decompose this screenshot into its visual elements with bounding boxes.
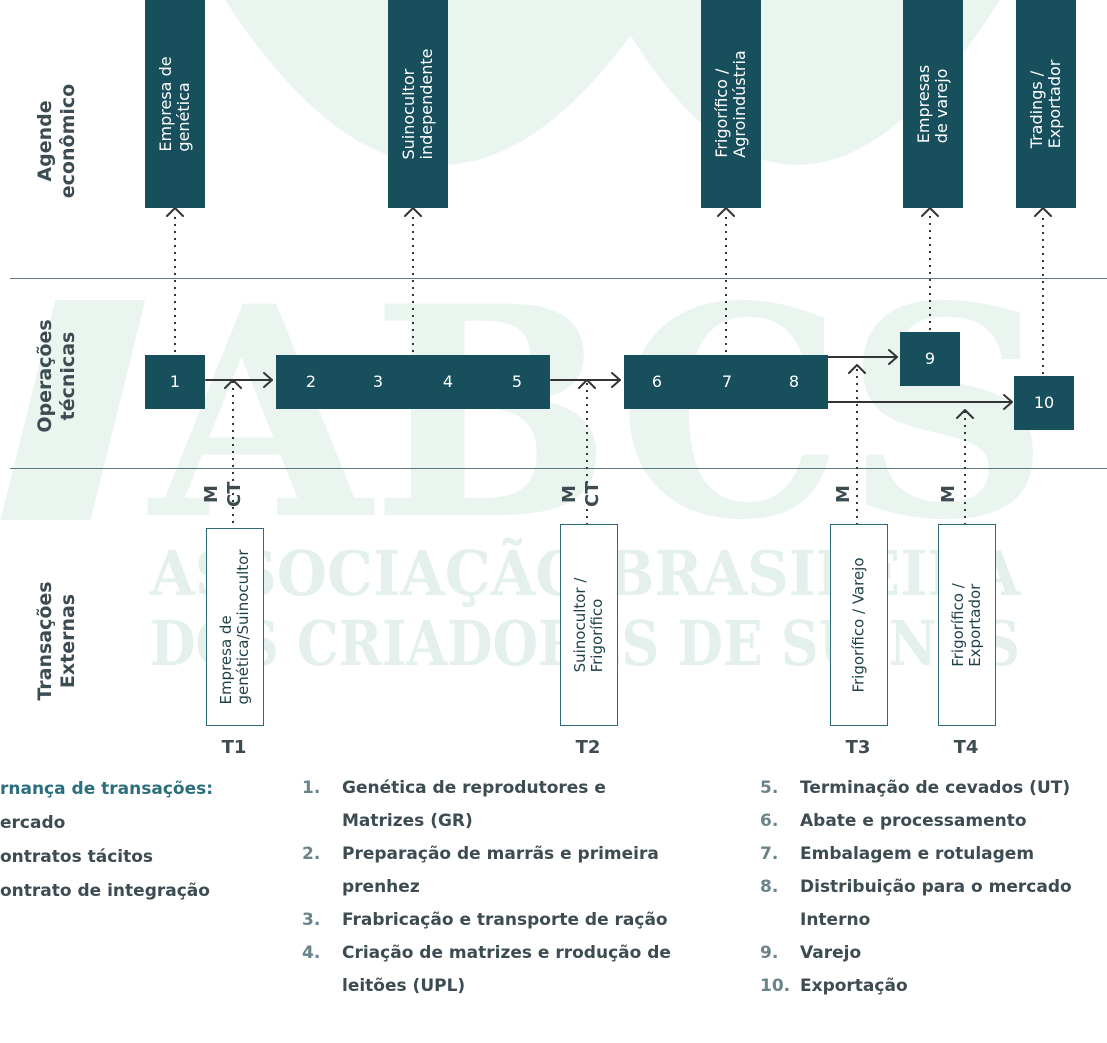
operation-number: 5 [511,372,523,391]
step-text: Exportação [800,976,908,996]
agent-box-traders: Tradings / Exportador [1016,0,1076,208]
step-number: 3. [302,910,321,930]
tag-t1-ct: CT [224,481,245,508]
step-item: 3. Frabricação e transporte de ração [302,904,712,937]
operation-number: 3 [372,372,384,391]
tag-t1-m: M [201,485,222,503]
operation-box-6-8: 6 7 8 [624,355,828,409]
agent-box-slaughterhouse: Frigorífico / Agroindústria [701,0,761,208]
governance-legend: rnança de transações: ercado ontratos tá… [0,772,213,908]
step-text: Genética de reprodutores e Matrizes (GR) [342,778,606,831]
governance-title: rnança de transações: [0,779,214,799]
transaction-box-t1: Empresa de genética/Suinocultor [206,528,264,726]
operation-box-9: 9 [900,332,960,386]
step-number: 5. [760,778,779,798]
transaction-id-t1: T1 [221,737,247,758]
transaction-t4-label: Frigorífico / Exportador [949,583,984,667]
tag-t2-ct: CT [582,481,603,508]
step-number: 10. [760,976,791,996]
governance-item: ontratos tácitos [0,847,154,867]
step-text: Abate e processamento [800,811,1027,831]
agent-farmer-label: Suinocultor independente [399,48,436,160]
step-number: 7. [760,844,779,864]
step-text: Terminação de cevados (UT) [800,778,1071,798]
transaction-box-t4: Frigorífico / Exportador [938,524,996,726]
agent-box-farmer: Suinocultor independente [388,0,448,208]
transaction-box-t3: Frigorífico / Varejo [830,524,888,726]
row-divider-top [10,278,1107,279]
agent-box-genetics: Empresa de genética [145,0,205,208]
step-number: 1. [302,778,321,798]
operation-number: 9 [924,349,936,368]
step-item: 5. Terminação de cevados (UT) [760,772,1107,805]
tag-t2-m: M [559,485,580,503]
step-item: 10. Exportação [760,970,1107,1003]
transaction-t1-label: Empresa de genética/Suinocultor [217,549,252,705]
step-number: 9. [760,943,779,963]
step-number: 2. [302,844,321,864]
transaction-id-t2: T2 [575,737,601,758]
step-number: 8. [760,877,779,897]
step-item: 6. Abate e processamento [760,805,1107,838]
step-item: 2. Preparação de marrãs e primeira prenhe… [302,838,712,904]
transaction-t2-label: Suinocultor / Frigorífico [571,577,606,673]
operation-number: 10 [1033,393,1055,412]
steps-list-1: 1. Genética de reprodutores e Matrizes (G… [302,772,712,1003]
operation-number: 2 [305,372,317,391]
tag-t4-m: M [938,485,959,503]
step-text: Frabricação e transporte de ração [342,910,668,930]
step-item: 8. Distribuição para o mercado Interno [760,871,1107,937]
tag-t3-m: M [833,485,854,503]
transaction-id-t3: T3 [845,737,871,758]
step-item: 7. Embalagem e rotulagem [760,838,1107,871]
agent-slaughterhouse-label: Frigorífico / Agroindústria [712,50,749,158]
agent-retail-label: Empresas de varejo [914,64,951,144]
agent-genetics-label: Empresa de genética [156,56,193,152]
operation-number: 7 [721,372,733,391]
operation-box-1: 1 [145,355,205,409]
operation-number: 1 [169,372,181,391]
step-text: Criação de matrizes e rrodução de leitõe… [342,943,671,996]
row-divider-bottom [10,468,1107,469]
step-item: 4. Criação de matrizes e rrodução de leit… [302,937,712,1003]
step-number: 4. [302,943,321,963]
governance-item: ercado [0,813,66,833]
step-item: 1. Genética de reprodutores e Matrizes (G… [302,772,712,838]
step-item: 9. Varejo [760,937,1107,970]
transaction-box-t2: Suinocultor / Frigorífico [560,524,618,726]
agent-box-retail: Empresas de varejo [903,0,963,208]
operation-number: 6 [651,372,663,391]
operation-box-2-5: 2 3 4 5 [276,355,550,409]
transaction-t3-label: Frigorífico / Varejo [849,557,868,693]
transaction-id-t4: T4 [953,737,979,758]
operation-number: 8 [788,372,800,391]
operation-box-10: 10 [1014,376,1074,430]
operation-number: 4 [442,372,454,391]
step-text: Embalagem e rotulagem [800,844,1035,864]
step-number: 6. [760,811,779,831]
step-text: Preparação de marrãs e primeira prenhez [342,844,659,897]
step-text: Distribuição para o mercado Interno [800,877,1072,930]
agent-traders-label: Tradings / Exportador [1027,59,1064,149]
step-text: Varejo [800,943,862,963]
governance-item: ontrato de integração [0,881,210,901]
steps-list-2: 5. Terminação de cevados (UT) 6. Abate e p… [760,772,1107,1003]
